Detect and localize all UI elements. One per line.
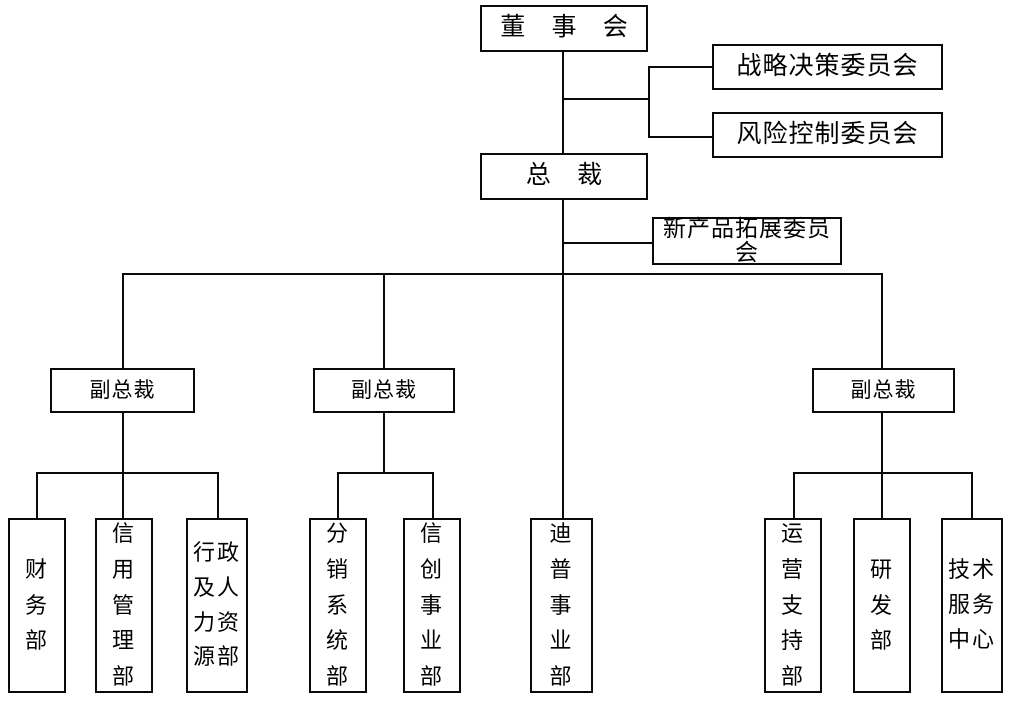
drop-to-finance	[36, 472, 38, 519]
drop-to-rnd	[881, 472, 883, 519]
node-vp-middle-label: 副总裁	[351, 378, 417, 403]
node-dept-dptech-label: 迪 普 事 业 部	[549, 521, 574, 689]
node-strategy-committee-label: 战略决策委员会	[736, 52, 919, 80]
drop-vp-right-to-group-bar	[881, 413, 883, 474]
node-dept-xinchuang[interactable]: 信 创 事 业 部	[403, 518, 461, 693]
node-board[interactable]: 董 事 会	[480, 5, 648, 52]
drop-vp-left-to-group-bar	[122, 413, 124, 474]
node-dept-ops-support-label: 运 营 支 持 部	[780, 521, 805, 689]
node-dept-tech-service[interactable]: 技术 服务 中心	[941, 518, 1003, 693]
drop-to-vp-left	[122, 273, 124, 369]
node-dept-finance-label: 财 务 部	[24, 557, 49, 654]
node-dept-tech-service-label: 技术 服务 中心	[947, 557, 996, 652]
drop-to-xinchuang	[432, 472, 434, 519]
node-new-product-committee[interactable]: 新产品拓展委员会	[652, 215, 842, 265]
group-bar-middle	[337, 472, 434, 474]
node-dept-dptech[interactable]: 迪 普 事 业 部	[530, 518, 593, 693]
node-new-product-committee-label: 新产品拓展委员会	[663, 215, 831, 265]
connector-board-to-committees	[562, 98, 650, 100]
node-vp-right-label: 副总裁	[850, 378, 917, 403]
drop-to-ops-support	[793, 472, 795, 519]
main-distribution-bar	[122, 273, 882, 275]
drop-to-vp-right	[881, 273, 883, 369]
connector-president-trunk	[562, 200, 564, 520]
node-dept-ops-support[interactable]: 运 营 支 持 部	[764, 518, 822, 693]
connector-to-strategy-committee	[648, 66, 714, 68]
node-dept-finance[interactable]: 财 务 部	[8, 518, 66, 693]
connector-board-to-president	[562, 52, 564, 160]
drop-to-admin-hr	[217, 472, 219, 519]
node-vp-left[interactable]: 副总裁	[50, 368, 195, 413]
node-dept-rnd-label: 研 发 部	[869, 557, 894, 654]
drop-vp-middle-to-group-bar	[383, 413, 385, 474]
drop-to-vp-middle	[383, 273, 385, 369]
node-dept-distribution-label: 分 销 系 统 部	[325, 521, 350, 689]
drop-to-credit	[122, 472, 124, 519]
node-dept-admin-hr[interactable]: 行政 及人 力资 源部	[186, 518, 248, 693]
node-dept-credit[interactable]: 信 用 管 理 部	[95, 518, 153, 693]
connector-to-risk-committee	[648, 136, 714, 138]
node-vp-middle[interactable]: 副总裁	[313, 368, 455, 413]
node-strategy-committee[interactable]: 战略决策委员会	[712, 44, 943, 90]
committee-bracket-spine	[648, 66, 650, 138]
node-risk-committee-label: 风险控制委员会	[736, 120, 919, 148]
node-dept-admin-hr-label: 行政 及人 力资 源部	[192, 540, 241, 670]
node-dept-credit-label: 信 用 管 理 部	[111, 521, 136, 689]
node-risk-committee[interactable]: 风险控制委员会	[712, 112, 943, 158]
node-president-label: 总 裁	[525, 162, 613, 190]
node-dept-xinchuang-label: 信 创 事 业 部	[419, 521, 444, 689]
drop-to-distribution	[337, 472, 339, 519]
connector-to-new-product-committee	[562, 242, 654, 244]
node-president[interactable]: 总 裁	[480, 153, 648, 200]
drop-to-tech-service	[971, 472, 973, 519]
node-dept-rnd[interactable]: 研 发 部	[853, 518, 911, 693]
node-board-label: 董 事 会	[500, 14, 638, 42]
node-vp-left-label: 副总裁	[89, 378, 156, 403]
group-bar-left	[36, 472, 218, 474]
node-dept-distribution[interactable]: 分 销 系 统 部	[309, 518, 367, 693]
node-vp-right[interactable]: 副总裁	[812, 368, 955, 413]
